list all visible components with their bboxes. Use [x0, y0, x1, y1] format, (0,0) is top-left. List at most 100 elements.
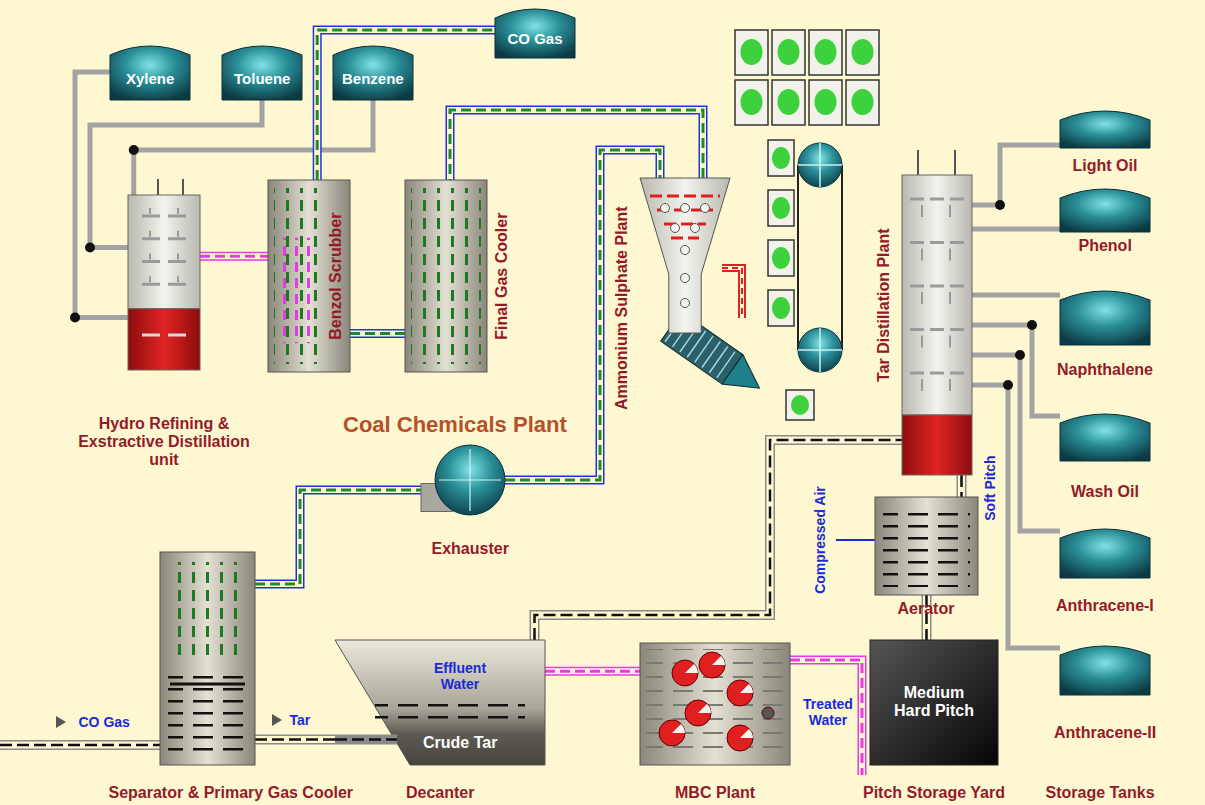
conveyor-belt: [798, 143, 842, 187]
pipe-connector: [961, 475, 962, 497]
unit-shape: [671, 224, 680, 233]
pipe-stroke: [317, 30, 495, 180]
unit-shape: [335, 735, 397, 745]
plant-unit: Medium Hard PitchPitch Storage Yard: [870, 640, 998, 765]
pipe-stroke: [255, 490, 435, 584]
bag-stack: [735, 80, 768, 125]
unit-shape: [405, 180, 487, 372]
bag-on-belt: [768, 190, 794, 226]
bag-stack: [809, 80, 842, 125]
pipe-stroke: [200, 252, 268, 261]
unit-shape: [160, 552, 255, 765]
pipe-connector: [317, 30, 495, 180]
unit-shape: [910, 372, 964, 375]
unit-shape: [954, 150, 956, 175]
bag-on-belt: [791, 395, 809, 415]
unit-shape: [411, 188, 481, 364]
plant-unit: Exhauster: [435, 445, 505, 515]
unit-shape: [150, 231, 178, 237]
unit-shape: [922, 292, 950, 304]
unit-shape: [699, 652, 725, 678]
plant-unit: Anthracene-I: [1060, 528, 1150, 578]
unit-shape: [910, 328, 964, 331]
unit-shape: [902, 175, 972, 415]
unit-label: Ammonium Sulphate Plant: [613, 206, 631, 410]
unit-label: Anthracene-II: [1054, 724, 1156, 742]
pipe-stroke: [535, 440, 903, 640]
unit-shape: [910, 198, 964, 201]
unit-shape: [727, 680, 753, 706]
unit-shape: [150, 208, 178, 214]
bag-stack: [772, 30, 805, 75]
unit-shape: [150, 254, 178, 260]
unit-shape: [1060, 188, 1150, 232]
pipe-stroke: [255, 490, 435, 584]
pipe-stroke: [958, 475, 965, 497]
bag-on-belt: [772, 297, 790, 319]
bag-stack: [852, 39, 874, 65]
screw-conveyor: [702, 341, 720, 367]
bag-on-belt: [768, 240, 794, 276]
plant-unit: Toluene: [222, 45, 302, 100]
unit-shape: [685, 664, 698, 673]
bag-stack: [846, 30, 879, 75]
unit-shape: [640, 643, 790, 765]
unit-shape: [672, 724, 685, 733]
screw-conveyor: [722, 355, 770, 403]
bag-stack: [735, 30, 768, 75]
unit-label: Light Oil: [1073, 157, 1138, 175]
conveyor-belt: [819, 143, 821, 187]
unit-shape: [691, 224, 700, 233]
plant-unit: Naphthalene: [1060, 290, 1150, 345]
unit-shape: [150, 276, 178, 282]
unit-shape: [727, 725, 753, 751]
unit-label: Final Gas Cooler: [493, 213, 511, 340]
unit-shape: [1060, 290, 1150, 345]
unit-label: Xylene: [126, 70, 174, 87]
conveyor-belt: [798, 143, 842, 372]
plant-unit: Benzol Scrubber: [268, 180, 350, 372]
unit-shape: [168, 669, 247, 754]
plant-unit: Effluent WaterCrude TarDecanter: [335, 640, 545, 765]
conveyor-belt: [797, 165, 799, 350]
unit-shape: [1060, 291, 1150, 345]
unit-shape: [142, 215, 186, 218]
unit-label: Anthracene-I: [1056, 597, 1154, 615]
acid-pipe: [722, 268, 742, 318]
pipe-stroke: [545, 670, 640, 673]
pipe-joint: [995, 200, 1005, 210]
pipe-stroke: [972, 325, 1060, 416]
pipe-stroke: [450, 110, 703, 180]
unit-shape: [182, 179, 184, 195]
pipe-connector: [255, 490, 435, 584]
conveyor-belt: [798, 328, 842, 372]
pipe-joint: [70, 313, 80, 323]
bag-stack: [846, 80, 879, 125]
acid-pipe: [722, 268, 742, 318]
unit-shape: [646, 649, 784, 759]
pipe-joint: [1015, 350, 1025, 360]
pipe-joint: [1003, 380, 1013, 390]
unit-shape: [1060, 414, 1150, 461]
screw-conveyor: [709, 346, 727, 372]
unit-shape: [1060, 645, 1150, 695]
plant-unit: Anthracene-II: [1060, 645, 1150, 695]
unit-label: Hydro Refining & Exstractive Distillatio…: [77, 415, 252, 470]
treated-water-pipe: [790, 660, 862, 775]
unit-shape: [922, 336, 950, 348]
unit-label: Pitch Storage Yard: [863, 784, 1005, 802]
bag-on-belt: [768, 290, 794, 326]
pipe-stroke: [75, 72, 128, 318]
stream-label: Tar: [290, 712, 311, 728]
pipe-stroke: [972, 355, 1060, 531]
pipe-connector: [972, 229, 1060, 230]
stream-label: Storage Tanks: [1046, 784, 1155, 802]
pipe-stroke: [450, 110, 703, 180]
unit-shape: [640, 643, 790, 765]
conveyor-belt: [819, 328, 821, 372]
pipe-stroke: [535, 440, 903, 640]
pipe-stroke: [350, 329, 405, 338]
flow-triangle: [56, 716, 66, 728]
bag-stack: [741, 89, 763, 115]
unit-shape: [128, 195, 200, 309]
